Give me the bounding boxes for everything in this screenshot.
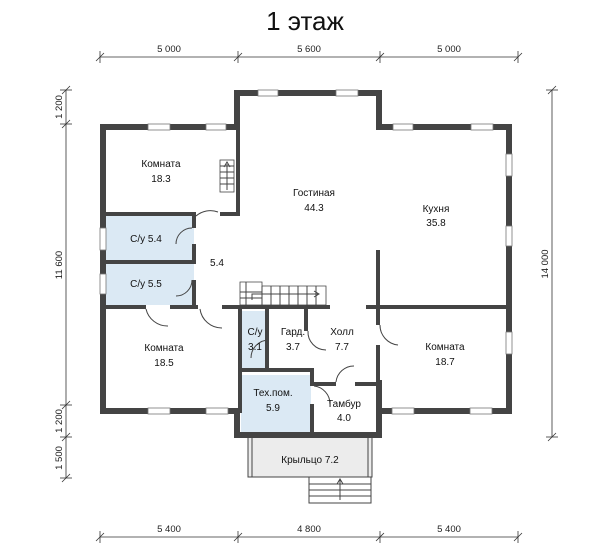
room-label-area: 35.8	[426, 218, 446, 229]
tiled-areas	[106, 216, 311, 432]
dim-bottom-1: 5 400	[157, 524, 181, 535]
room-label-name: С/у	[248, 327, 263, 338]
stairs	[219, 159, 327, 306]
dim-left-1: 1 200	[54, 95, 65, 119]
room-label-name: Комната	[144, 343, 184, 354]
room-label-area: 3.7	[286, 342, 300, 353]
left-dimension: 1 200 11 600 1 200 1 500	[54, 85, 72, 483]
dim-left-3: 1 200	[54, 409, 65, 433]
room-label-area: 18.7	[435, 357, 455, 368]
room-label-area: 7.7	[335, 342, 349, 353]
room-label-area: 4.0	[337, 413, 351, 424]
room-label-name: Гостиная	[293, 188, 335, 199]
dim-right-1: 14 000	[540, 249, 551, 278]
windows	[99, 89, 513, 415]
room-label-name: Комната	[425, 342, 465, 353]
room-label-name: Тех.пом.	[253, 388, 292, 399]
dim-left-4: 1 500	[54, 446, 65, 470]
room-label-name: Тамбур	[327, 398, 361, 410]
dim-left-2: 11 600	[54, 251, 65, 279]
room-label-area: 5.9	[266, 403, 280, 414]
room-label-name: Комната	[141, 159, 181, 170]
plan-title: 1 этаж	[266, 6, 344, 36]
room-label-name: Крыльцо 7.2	[281, 455, 339, 466]
room-label-name: Гард.	[281, 327, 305, 338]
dim-bottom-2: 4 800	[297, 524, 321, 535]
bottom-dimension: 5 400 4 800 5 400	[95, 524, 523, 543]
dim-bottom-3: 5 400	[437, 524, 461, 535]
room-label-name: С/у 5.5	[130, 279, 162, 290]
room-label-name: Холл	[330, 327, 354, 338]
room-label-name: С/у 5.4	[130, 234, 162, 245]
right-dimension: 14 000	[540, 85, 558, 442]
room-label-area: 44.3	[304, 203, 324, 214]
room-label-area: 3.1	[248, 342, 262, 353]
room-label-area: 18.5	[154, 358, 174, 369]
dim-top-2: 5 600	[297, 44, 321, 55]
room-labels: Комната 18.3 Гостиная 44.3 Кухня 35.8 С/…	[130, 159, 465, 466]
porch	[247, 436, 373, 504]
room-label-name: Кухня	[423, 204, 450, 215]
dim-top-3: 5 000	[437, 44, 461, 55]
doors	[145, 210, 399, 405]
dim-top-1: 5 000	[157, 44, 181, 55]
interior-walls	[106, 96, 512, 436]
room-label-area: 18.3	[151, 174, 171, 185]
top-dimension: 5 000 5 600 5 000	[95, 44, 523, 63]
room-label-area: 5.4	[210, 258, 224, 269]
